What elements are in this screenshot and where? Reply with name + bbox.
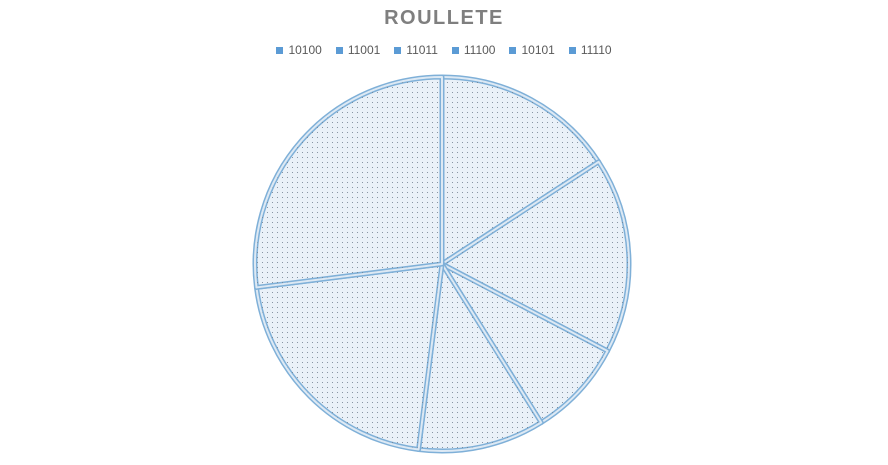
legend: 10100 11001 11011 11100 10101 11110 bbox=[0, 43, 888, 57]
legend-swatch bbox=[509, 46, 517, 54]
pie-slice bbox=[253, 261, 445, 453]
pie-slice-pattern bbox=[441, 160, 630, 352]
pie-slice bbox=[252, 74, 445, 290]
legend-label: 10101 bbox=[521, 43, 555, 57]
legend-swatch bbox=[335, 46, 343, 54]
legend-item: 11011 bbox=[394, 43, 438, 57]
pie-slice-pattern bbox=[253, 76, 443, 289]
pie-slice-pattern bbox=[417, 263, 543, 452]
pie-slice bbox=[439, 159, 632, 354]
legend-item: 11100 bbox=[451, 43, 496, 57]
legend-item: 11110 bbox=[568, 43, 612, 57]
pie-slice-pattern bbox=[255, 263, 443, 451]
pie-slice-pattern bbox=[441, 76, 600, 265]
legend-label: 11001 bbox=[347, 43, 381, 57]
pie-slice bbox=[439, 74, 602, 267]
legend-label: 11110 bbox=[580, 43, 612, 57]
legend-swatch bbox=[276, 46, 284, 54]
legend-label: 11100 bbox=[463, 43, 496, 57]
legend-item: 11001 bbox=[335, 43, 381, 57]
legend-swatch bbox=[451, 46, 459, 54]
legend-swatch bbox=[394, 46, 402, 54]
legend-swatch bbox=[568, 46, 576, 54]
legend-label: 10100 bbox=[288, 43, 322, 57]
legend-label: 11011 bbox=[406, 43, 438, 57]
pie-slice bbox=[416, 261, 544, 454]
legend-item: 10101 bbox=[509, 43, 555, 57]
legend-item: 10100 bbox=[276, 43, 322, 57]
chart-title: ROULLETE bbox=[384, 7, 504, 29]
